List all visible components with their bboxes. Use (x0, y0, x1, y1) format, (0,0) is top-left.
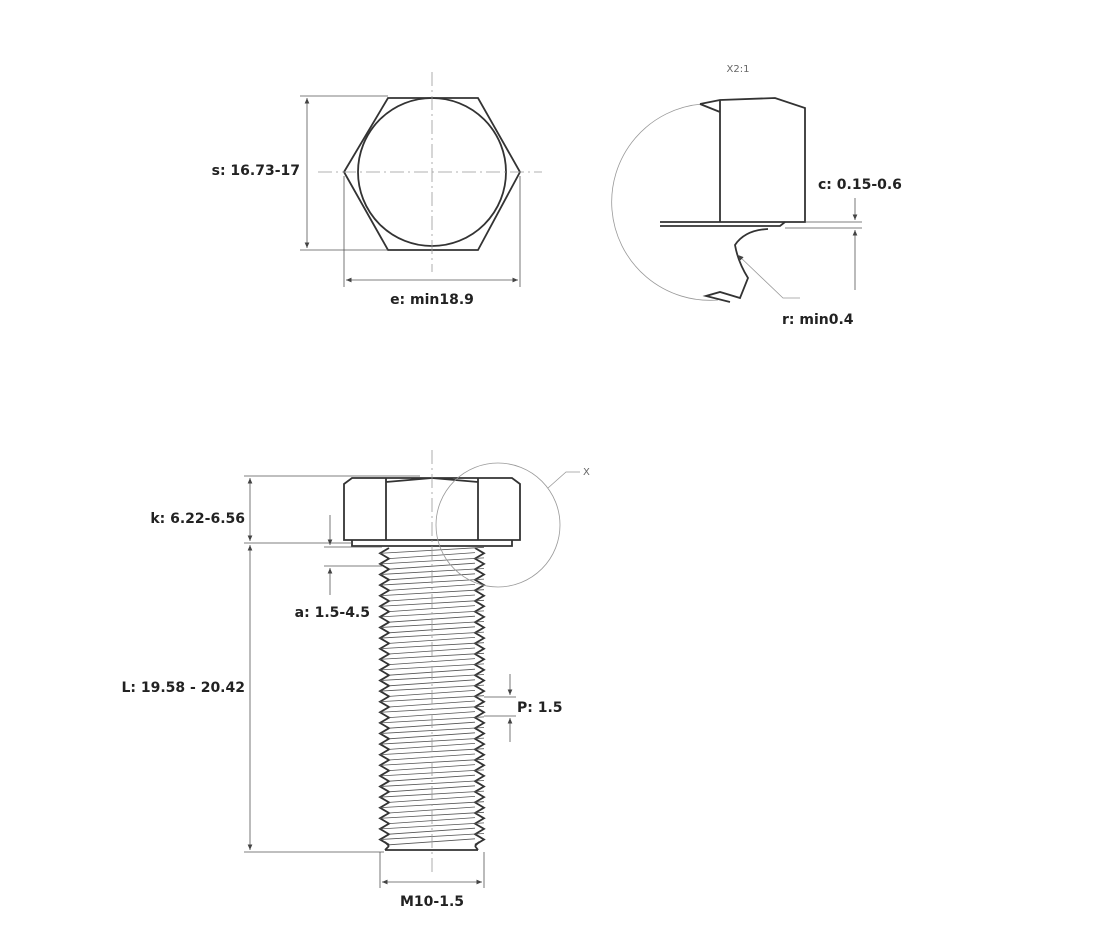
bolt-head (343, 477, 521, 541)
detail-scale-label: X2:1 (727, 64, 750, 75)
a-label: a: 1.5-4.5 (295, 605, 370, 621)
r-label: r: min0.4 (782, 312, 854, 328)
thread-line (378, 547, 391, 846)
thread-label: M10-1.5 (400, 894, 464, 910)
side-view: X k: 6.22-6.56 L: 19.58 - 20.42 a: 1.5-4… (121, 450, 590, 910)
detail-marker: X (583, 467, 590, 478)
detail-view: X2:1 c: 0.15-0.6 r: min0.4 (611, 64, 902, 328)
detail-circle (435, 462, 561, 588)
thread-line (384, 841, 480, 851)
L-label: L: 19.58 - 20.42 (121, 680, 245, 696)
top-view: s: 16.73-17 e: min18.9 (212, 72, 542, 308)
s-label: s: 16.73-17 (212, 163, 300, 179)
e-label: e: min18.9 (390, 292, 474, 308)
P-label: P: 1.5 (517, 700, 563, 716)
detail-boundary-arc (611, 103, 719, 301)
c-label: c: 0.15-0.6 (818, 177, 902, 193)
detail-leader (547, 471, 580, 489)
k-label: k: 6.22-6.56 (150, 511, 245, 527)
r-leader (737, 254, 800, 299)
